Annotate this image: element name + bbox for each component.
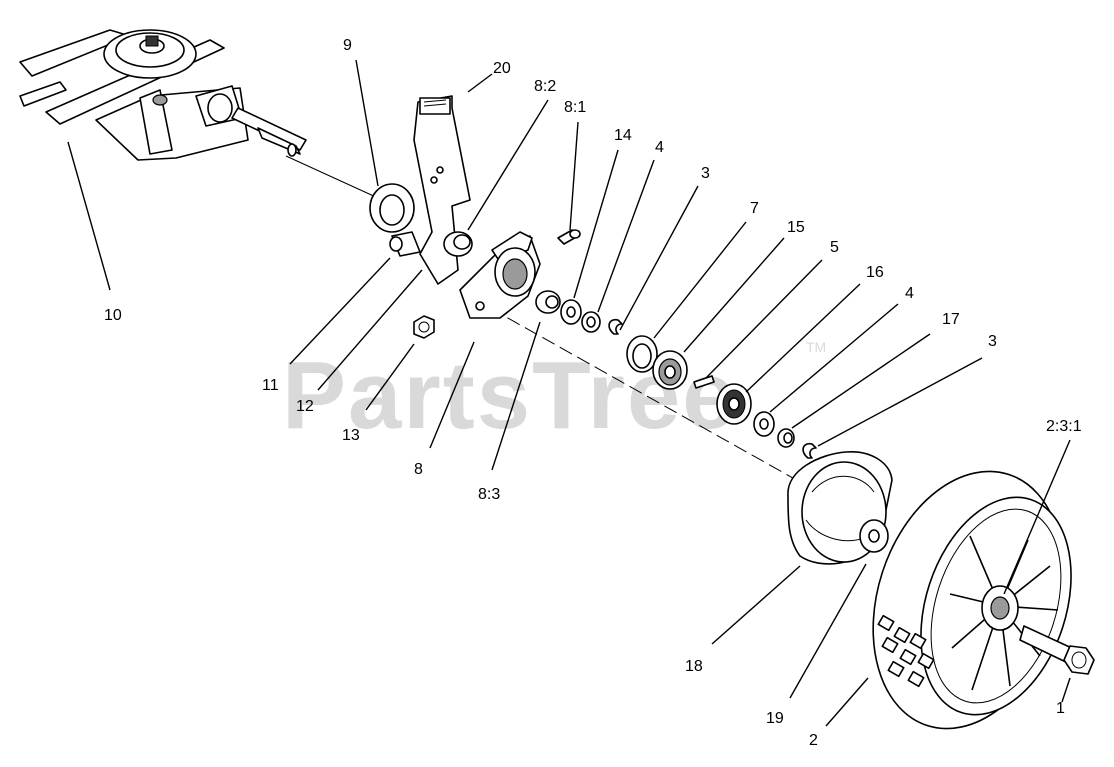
callout-16: 16 (866, 264, 884, 281)
callout-labels: 9 20 8:2 8:1 14 4 3 7 15 5 16 4 17 3 10 … (104, 37, 1082, 749)
bracket-part-20 (413, 95, 471, 285)
callout-8-2: 8:2 (534, 78, 556, 95)
callout-3-a: 3 (701, 165, 710, 182)
callout-2: 2 (809, 732, 818, 749)
callout-20: 20 (493, 60, 511, 77)
washer-part-14 (560, 299, 582, 325)
callout-11: 11 (262, 377, 279, 394)
axle (231, 107, 307, 157)
callout-15: 15 (787, 219, 805, 236)
washer-part-19 (859, 519, 889, 553)
callout-2-3-1: 2:3:1 (1046, 418, 1082, 435)
callout-18: 18 (685, 658, 703, 675)
housing-part-8 (459, 231, 541, 319)
callout-9: 9 (343, 37, 352, 54)
clip-part-3-a (608, 318, 623, 335)
callout-4-b: 4 (905, 285, 914, 302)
washer-part-4-b (753, 411, 775, 437)
callout-12: 12 (296, 398, 314, 415)
axis-line (285, 155, 801, 483)
leader-lines (67, 59, 1071, 727)
callout-13: 13 (342, 427, 360, 444)
callout-7: 7 (750, 200, 759, 217)
nut-part-13 (413, 315, 435, 339)
callout-19: 19 (766, 710, 784, 727)
ring-part-7 (626, 335, 658, 373)
bushing-part-8-2 (443, 231, 473, 257)
clip-part-3-b (802, 442, 817, 459)
callout-17: 17 (942, 311, 960, 328)
callout-4-a: 4 (655, 139, 664, 156)
callout-1: 1 (1056, 700, 1065, 717)
bearing-part-15 (652, 350, 688, 390)
screw-part-8-1 (557, 229, 581, 245)
callout-14: 14 (614, 127, 632, 144)
callout-3-b: 3 (988, 333, 997, 350)
wheel-part-2 (872, 470, 1072, 730)
callout-8-1: 8:1 (564, 99, 586, 116)
tire-tread (877, 614, 935, 688)
mower-deck-part-10 (19, 29, 249, 161)
callout-8-3: 8:3 (478, 486, 500, 503)
callout-10: 10 (104, 307, 122, 324)
bolt-part-11 (389, 231, 421, 257)
bushing-part-8-3 (535, 290, 561, 314)
bolt-part-1 (1019, 625, 1095, 675)
seal-part-9 (369, 183, 415, 233)
washer-part-4-a (581, 311, 601, 333)
callout-8: 8 (414, 461, 423, 478)
watermark-trademark: TM (806, 339, 826, 355)
gear-part-16 (716, 383, 752, 425)
callout-5: 5 (830, 239, 839, 256)
spacer-part-17 (777, 428, 795, 448)
